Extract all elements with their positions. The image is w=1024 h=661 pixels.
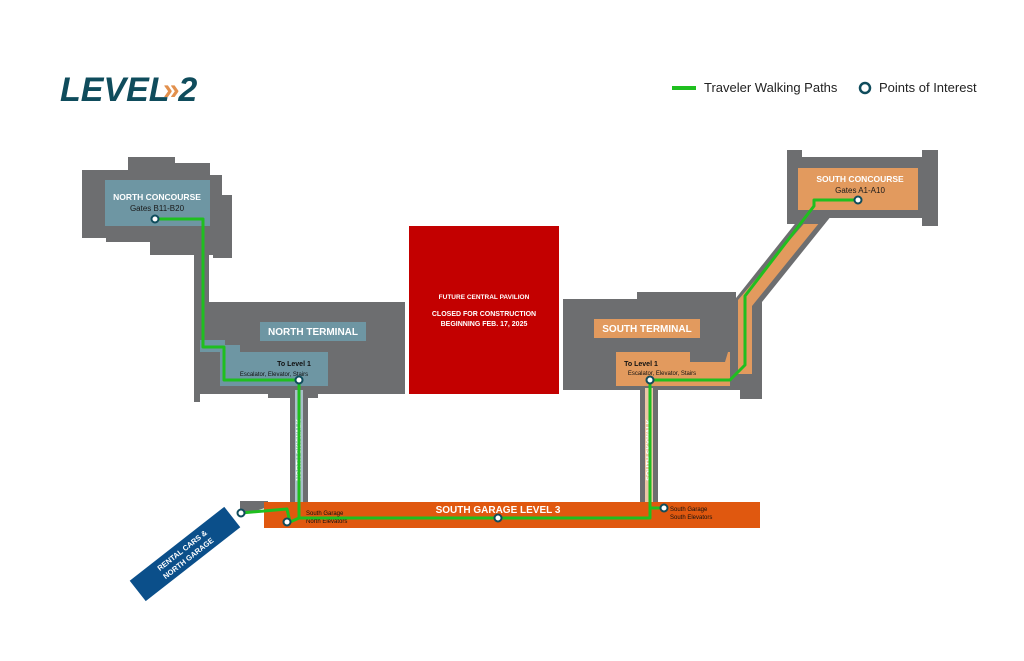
north-terminal-label: NORTH TERMINAL bbox=[268, 327, 358, 338]
poi-south-garage-level-3[interactable] bbox=[493, 513, 503, 523]
walking-path-garage-south bbox=[648, 506, 664, 518]
poi-south-concourse[interactable] bbox=[853, 195, 863, 205]
legend-points-of-interest: Points of Interest bbox=[879, 80, 977, 95]
pavilion-closed: CLOSED FOR CONSTRUCTION bbox=[432, 311, 536, 318]
poi-south-garage-north-elevators[interactable] bbox=[282, 517, 292, 527]
south-garage-north-elevators-line1: South Garage bbox=[306, 511, 344, 517]
poi-north-concourse[interactable] bbox=[150, 214, 160, 224]
south-terminal-building bbox=[563, 292, 762, 399]
rental-cars-sign bbox=[129, 506, 241, 602]
page-title: LEVEL 2 bbox=[60, 71, 197, 109]
north-concourse-label: NORTH CONCOURSE bbox=[113, 192, 201, 202]
poi-north-terminal-to-level-1[interactable] bbox=[294, 375, 304, 385]
pavilion-name: FUTURE CENTRAL PAVILION bbox=[439, 294, 530, 301]
north-terminal-building bbox=[194, 302, 405, 402]
south-garage-south-elevators-line2: South Elevators bbox=[670, 515, 712, 521]
title-chevron-icon: » bbox=[163, 73, 180, 106]
point-of-interest-legend-icon bbox=[858, 81, 872, 95]
south-terminal-label: SOUTH TERMINAL bbox=[602, 324, 691, 335]
south-terminal-access: Escalator, Elevator, Stairs bbox=[628, 371, 696, 377]
south-terminal-to-level: To Level 1 bbox=[624, 361, 658, 368]
legend: Traveler Walking Paths Points of Interes… bbox=[672, 80, 977, 95]
south-garage-north-elevators-line2: North Elevators bbox=[306, 519, 347, 525]
legend-walking-paths: Traveler Walking Paths bbox=[704, 80, 838, 95]
south-concourse-label: SOUTH CONCOURSE bbox=[816, 174, 904, 184]
poi-south-garage-south-elevators[interactable] bbox=[659, 503, 669, 513]
poi-south-terminal-to-level-1[interactable] bbox=[645, 375, 655, 385]
central-pavilion bbox=[409, 226, 559, 394]
south-diagonal-connector bbox=[738, 212, 828, 374]
poi-rental-cars[interactable] bbox=[236, 508, 246, 518]
north-terminal-to-level: To Level 1 bbox=[277, 361, 311, 368]
pavilion-date: BEGINNING FEB. 17, 2025 bbox=[441, 321, 528, 328]
rental-cars-north-garage[interactable]: RENTAL CARS & NORTH GARAGE bbox=[129, 506, 241, 602]
south-garage-label: SOUTH GARAGE LEVEL 3 bbox=[436, 505, 561, 516]
walking-path-south bbox=[650, 198, 858, 382]
south-garage-south-elevators-line1: South Garage bbox=[670, 507, 708, 513]
traveler-walking-paths bbox=[155, 198, 858, 524]
south-garage-level-3 bbox=[264, 502, 760, 528]
walking-path-garage-north bbox=[240, 507, 300, 524]
points-of-interest bbox=[150, 195, 863, 527]
north-terminal-access: Escalator, Elevator, Stairs bbox=[240, 372, 308, 378]
south-concourse-gates: Gates A1-A10 bbox=[835, 186, 885, 195]
south-diagonal-connector-outer bbox=[736, 210, 836, 388]
north-concourse-gates: Gates B11-B20 bbox=[130, 204, 185, 213]
walking-path-north bbox=[155, 217, 652, 520]
